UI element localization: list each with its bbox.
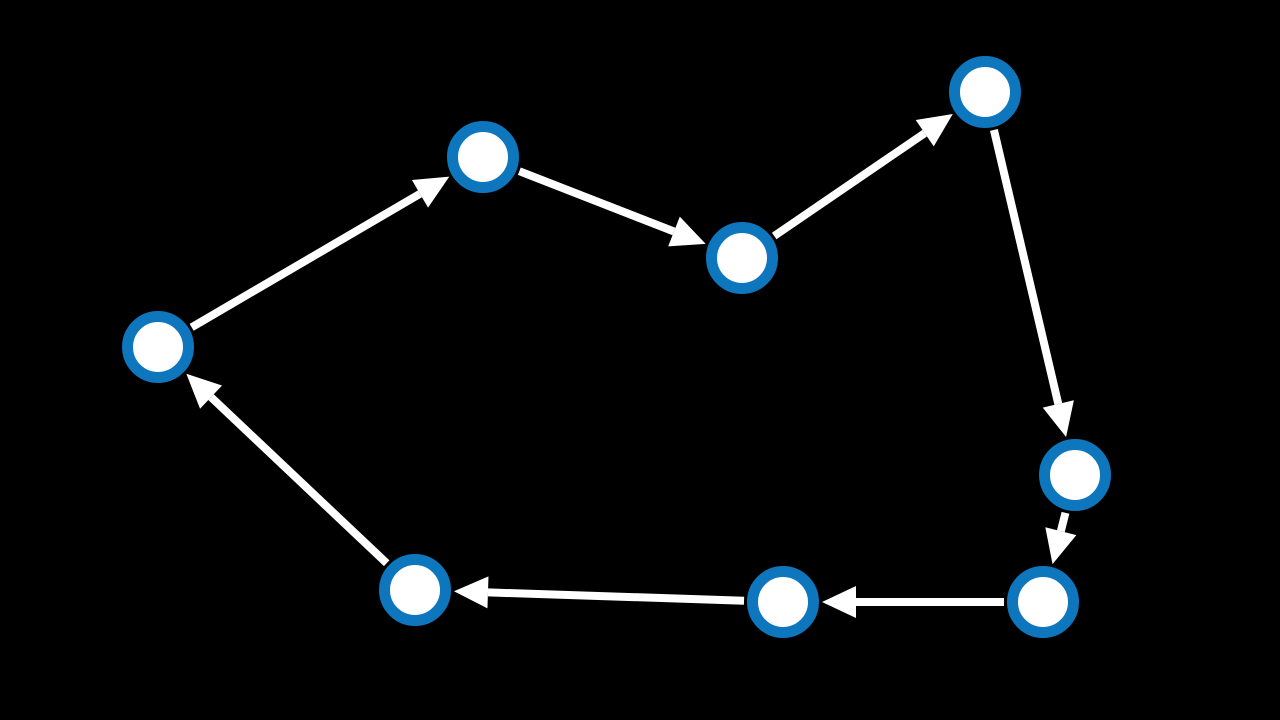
node-ring xyxy=(379,554,451,626)
node-ring xyxy=(706,222,778,294)
graph-node-n8[interactable] xyxy=(379,554,451,626)
graph-node-n5[interactable] xyxy=(1039,439,1111,511)
graph-node-n6[interactable] xyxy=(1007,566,1079,638)
node-ring xyxy=(1007,566,1079,638)
edge-n4-to-n5 xyxy=(990,129,1074,438)
edge-shaft xyxy=(208,394,390,567)
graph-node-n1[interactable] xyxy=(122,311,194,383)
graph-node-n2[interactable] xyxy=(447,121,519,193)
edge-n7-to-n8 xyxy=(453,576,745,609)
edge-n6-to-n7 xyxy=(822,586,1004,618)
edge-shaft xyxy=(487,588,745,605)
arrowhead-icon xyxy=(668,216,706,247)
node-ring xyxy=(747,566,819,638)
arrowhead-icon xyxy=(1045,527,1077,565)
edge-n8-to-n1 xyxy=(186,373,390,567)
node-ring xyxy=(122,311,194,383)
edge-shaft xyxy=(517,167,676,236)
arrowhead-icon xyxy=(411,176,450,208)
edge-shaft xyxy=(990,129,1063,405)
graph-node-n7[interactable] xyxy=(747,566,819,638)
arrowhead-icon xyxy=(915,114,953,147)
edge-shaft xyxy=(189,190,422,331)
edge-shaft xyxy=(1056,511,1070,533)
arrowhead-icon xyxy=(1042,400,1074,438)
edges-layer xyxy=(186,114,1077,618)
nodes-layer xyxy=(122,56,1111,638)
node-ring xyxy=(1039,439,1111,511)
edge-n5-to-n6 xyxy=(1045,511,1077,565)
arrowhead-icon xyxy=(453,576,489,609)
edge-n3-to-n4 xyxy=(771,114,953,240)
graph-node-n3[interactable] xyxy=(706,222,778,294)
graph-node-n4[interactable] xyxy=(949,56,1021,128)
edge-n2-to-n3 xyxy=(517,167,706,247)
node-ring xyxy=(949,56,1021,128)
arrowhead-icon xyxy=(822,586,856,618)
edge-shaft xyxy=(771,129,927,240)
edge-n1-to-n2 xyxy=(189,176,450,331)
node-ring xyxy=(447,121,519,193)
arrowhead-icon xyxy=(186,373,223,409)
